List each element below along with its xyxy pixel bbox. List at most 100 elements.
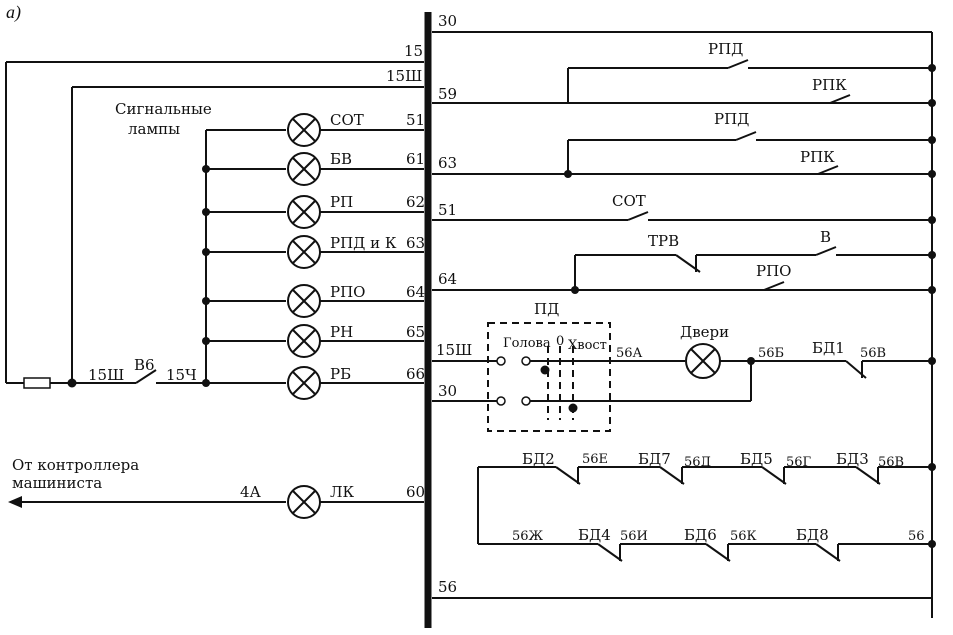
lamp-row-bv: БВ 61 [202,150,425,186]
contact-rpd1 [727,59,749,69]
node-15sh [67,378,77,388]
contact-rpd2 [735,131,757,141]
label-lk: ЛК [330,483,355,501]
label-51: 51 [406,111,425,129]
label-trv: ТРВ [648,232,679,250]
node-rpd2 [928,136,936,144]
node-56-row2 [928,540,936,548]
label-64b: 64 [438,270,457,288]
label-56d: 56Д [684,455,711,470]
label-15ch: 15Ч [166,366,197,384]
lamp-row-rpo: РПО 64 [202,283,425,318]
pd-head-label: Голова [503,336,551,351]
label-56v-2: 56В [878,455,904,470]
label-lamp-rpo: РПО [330,283,365,301]
label-60: 60 [406,483,425,501]
label-bd1: БД1 [812,339,845,357]
fuse [23,377,51,389]
caption-signal-lamps-1: Сигнальные [115,100,212,118]
label-lamp-bv: БВ [330,150,352,168]
pd-zero-label: 0 [556,334,564,349]
label-56k: 56К [730,529,757,544]
label-b6: В6 [134,356,155,374]
node-64 [928,286,936,294]
label-56-row2: 56 [908,529,925,544]
label-lamp-rpd-k: РПД и К [330,234,397,252]
node-rpd1 [928,64,936,72]
caption-controller-2: машиниста [12,474,102,492]
label-doors: Двери [680,323,729,341]
label-bd5: БД5 [740,450,773,468]
doors-lamp-x2 [690,348,716,374]
contact-v [815,246,837,256]
lamp-row-rp: РП 62 [202,193,425,229]
label-56b: 56Б [758,346,784,361]
label-15sh: 15Ш [386,67,422,85]
label-sot-contact: СОТ [612,192,646,210]
label-bd8: БД8 [796,526,829,544]
label-rpo-contact: РПО [756,262,791,280]
contact-bd8 [815,543,841,562]
node-51 [928,216,936,224]
label-66: 66 [406,365,425,383]
pd-contact-dot-1 [540,365,550,375]
pd-terminal-3 [496,396,506,406]
label-rpk1: РПК [812,76,847,94]
label-62: 62 [406,193,425,211]
label-lamp-rn: РН [330,323,353,341]
label-15sh-left: 15Ш [88,366,124,384]
contact-bd5 [761,466,787,485]
caption-controller-1: От контроллера [12,456,139,474]
label-lamp-sot: СОТ [330,111,364,129]
label-61: 61 [406,150,425,168]
node-56v-2 [928,463,936,471]
contact-bd6 [705,543,731,562]
contact-bd2 [555,466,581,485]
label-30b: 30 [438,382,457,400]
label-51b: 51 [438,201,457,219]
label-4a: 4А [240,483,262,501]
label-15sh-right: 15Ш [436,341,472,359]
pd-terminal-1 [496,356,506,366]
lamp-lk-x2 [292,490,316,514]
label-lamp-rp: РП [330,193,353,211]
contact-rpk2 [817,165,839,175]
contact-bd3 [855,466,881,485]
node-64-riser [571,286,579,294]
contact-rpk1 [829,94,851,104]
lamp-row-rpd-k: РПД и К 63 [202,234,425,269]
pd-switch-box [487,322,611,432]
label-65: 65 [406,323,425,341]
contact-bd7 [659,466,685,485]
node-56v [928,357,936,365]
label-64: 64 [406,283,425,301]
figure-label: а) [6,2,21,23]
node-59 [928,99,936,107]
lamp-row-sot: СОТ 51 [206,111,425,147]
label-56a: 56А [616,346,643,361]
pd-terminal-2 [521,356,531,366]
label-56zh: 56Ж [512,529,544,544]
contact-rpo [763,281,785,291]
contact-bd4 [597,543,623,562]
label-30: 30 [438,12,457,30]
contact-sot [627,211,649,221]
label-lamp-rb: РБ [330,365,351,383]
node-63-riser [564,170,572,178]
arrow-left-icon [8,496,22,508]
label-15: 15 [404,42,423,60]
label-63: 63 [438,154,457,172]
pd-contact-dot-2 [568,403,578,413]
label-bd7: БД7 [638,450,671,468]
pd-terminal-4 [521,396,531,406]
node-v [928,251,936,259]
label-bd6: БД6 [684,526,717,544]
label-v: В [820,228,831,246]
label-56g: 56Г [786,455,812,470]
lamp-row-rb: РБ 66 [202,365,425,400]
label-56: 56 [438,578,457,596]
switch-b6 [135,369,157,384]
label-rpd2: РПД [714,110,749,128]
